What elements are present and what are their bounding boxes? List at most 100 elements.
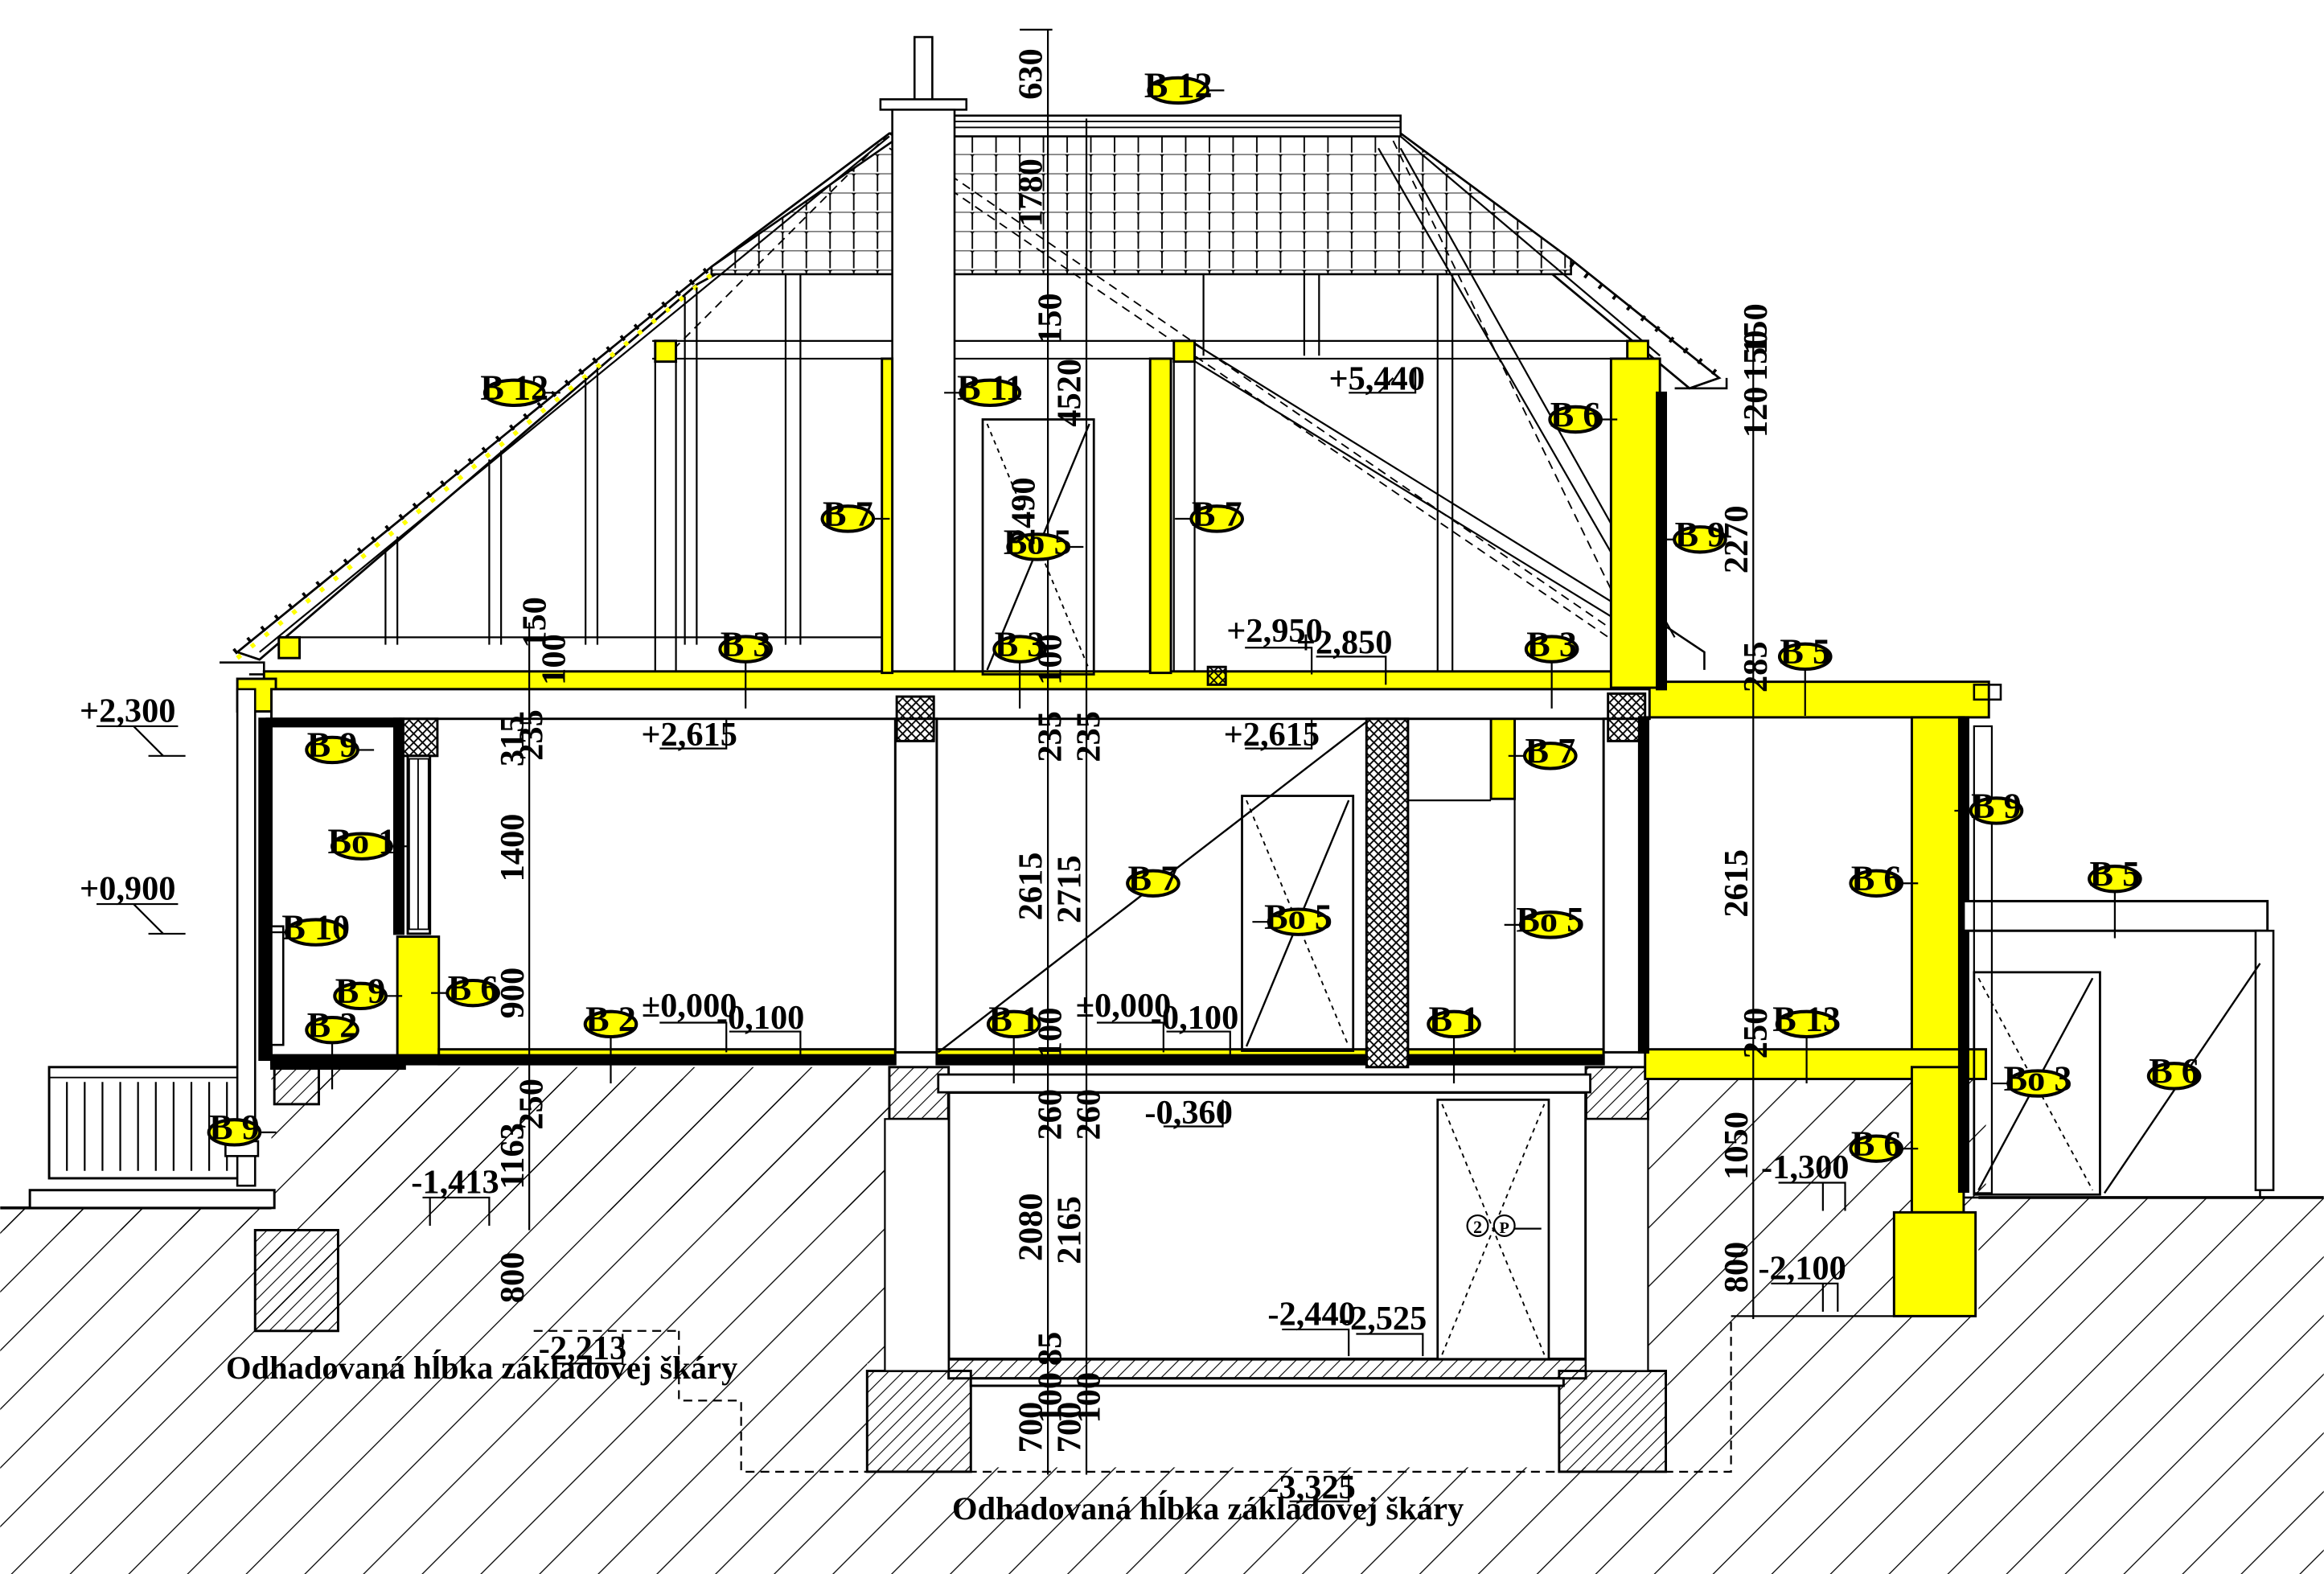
dimension-d100c: 100 (1032, 1372, 1070, 1424)
door-mark-top: 2 (1473, 1217, 1482, 1237)
dimension-d800a: 800 (494, 1252, 532, 1304)
label-b11: B 11 (944, 368, 1023, 408)
label-text: Bo 5 (1004, 522, 1072, 561)
label-text: B 7 (1128, 859, 1179, 898)
label-b2-a: B 2 (305, 1005, 359, 1090)
yellow-structure (236, 339, 1990, 1317)
label-b9-ground: B 9 (207, 1108, 277, 1147)
dimension-d1163: 1163 (494, 1123, 532, 1189)
label-text: B 6 (448, 968, 499, 1008)
dimension-d100a: 100 (1032, 634, 1070, 685)
dimension-lines (528, 28, 1755, 1475)
label-b6-right: B 6 (1849, 859, 1919, 898)
dimension-d100e: 100 (535, 634, 573, 685)
garage (1962, 684, 2275, 1199)
dimension-d150b: 150 (515, 597, 553, 648)
label-b6-garage: B 6 (2146, 1051, 2202, 1091)
dimension-d150d: 150 (1737, 330, 1775, 381)
elevation-e0000b: ±0,000 (1076, 987, 1172, 1025)
elevation-e1300: -1,300 (1761, 1149, 1849, 1186)
label-b9-attic: B 9 (1657, 515, 1727, 554)
elevation-e2615b: +2,615 (1224, 716, 1320, 754)
dimension-d2715: 2715 (1051, 855, 1089, 923)
dimension-d700b: 700 (1051, 1402, 1089, 1453)
dimension-d2615a: 2615 (1012, 853, 1050, 921)
label-text: B 9 (1675, 515, 1726, 554)
label-b1-b: B 1 (1427, 1000, 1481, 1084)
dimension-d100b: 100 (1032, 1008, 1070, 1059)
label-b10: B 10 (269, 907, 350, 947)
elevation-e0900: +0,900 (80, 870, 176, 908)
label-text: B 2 (585, 1000, 636, 1039)
frost-depth-note-left: Odhadovaná hĺbka základovej škáry (226, 1350, 737, 1386)
dimension-d250a: 250 (513, 1079, 551, 1130)
dimension-d150c: 150 (1737, 303, 1775, 355)
label-bo5-mid: Bo 5 (1252, 897, 1332, 936)
label-b5-right: B 5 (1777, 632, 1833, 717)
label-bo5-attic: Bo 5 (1004, 522, 1084, 561)
elevation-e1413: -1,413 (411, 1163, 499, 1201)
elevation-e2615a: +2,615 (641, 716, 737, 754)
dimension-d800b: 800 (1718, 1242, 1755, 1293)
dimension-d315: 315 (494, 716, 532, 767)
elevation-e2850: +2,850 (1296, 624, 1393, 662)
elevation-markers (96, 368, 1898, 1502)
label-b3-a: B 3 (718, 624, 774, 709)
label-text: Bo 3 (2004, 1058, 2072, 1098)
label-b7-b: B 7 (1175, 494, 1244, 533)
elevation-e0100a: -0,100 (716, 999, 804, 1037)
label-b9-lower: B 9 (333, 972, 403, 1011)
dimension-d85: 85 (1032, 1332, 1070, 1366)
elevation-e0360: -0,360 (1144, 1094, 1232, 1132)
dimension-d1400: 1400 (494, 814, 532, 882)
dimension-d235c: 235 (513, 709, 551, 761)
dimension-d100d: 100 (1070, 1372, 1108, 1424)
label-b6-left: B 6 (431, 968, 500, 1008)
label-b6-base: B 6 (1849, 1124, 1919, 1163)
labels-layer: B 12 B 12 B 11 B 7 B 7 Bo 5 B 6 B 9 B 3 B 3 B 3 B 5… (207, 66, 2202, 1163)
elevation-e2525: -2,525 (1339, 1300, 1427, 1338)
dimension-d2490: 2490 (1005, 477, 1043, 545)
label-text: B 9 (335, 972, 386, 1011)
label-text: B 3 (1526, 624, 1577, 664)
label-text: B 1 (988, 1000, 1039, 1039)
door-mark-mid: P (1499, 1219, 1509, 1237)
dimension-d2615b: 2615 (1718, 849, 1755, 918)
dimension-d260a: 260 (1032, 1089, 1070, 1140)
dimension-d700a: 700 (1012, 1402, 1050, 1453)
frost-depth-note-center: Odhadovaná hĺbka základovej škáry (952, 1490, 1464, 1527)
dimension-d2270: 2270 (1718, 505, 1755, 573)
dimension-d1780: 1780 (1012, 158, 1050, 227)
label-text: B 2 (307, 1005, 358, 1045)
dimension-d900: 900 (494, 968, 532, 1019)
elevation-e2300: +2,300 (80, 692, 176, 729)
dimension-d235a: 235 (1032, 711, 1070, 762)
label-text: B 13 (1772, 1000, 1841, 1039)
dimension-d250b: 250 (1737, 1008, 1775, 1059)
label-text: B 7 (1192, 494, 1242, 533)
door-symbol: 2 P (1466, 1214, 1542, 1237)
elevation-e5440: +5,440 (1328, 360, 1425, 398)
label-text: B 6 (2149, 1051, 2199, 1091)
left-annex (28, 688, 285, 1210)
dimension-d260b: 260 (1070, 1089, 1108, 1140)
label-text: B 7 (823, 494, 873, 533)
label-text: B 11 (957, 368, 1023, 408)
label-b3-b: B 3 (992, 624, 1047, 709)
label-b12-top: B 12 (1144, 66, 1225, 105)
dimension-d2080: 2080 (1012, 1193, 1050, 1261)
label-text: B 6 (1851, 859, 1902, 898)
dimension-d4520: 4520 (1051, 359, 1089, 427)
label-text: B 1 (1429, 1000, 1480, 1039)
label-text: Bo 1 (328, 822, 396, 861)
label-text: B 6 (1550, 395, 1601, 434)
label-b12-left: B 12 (480, 368, 560, 408)
elevation-e2440: -2,440 (1267, 1295, 1355, 1333)
label-text: B 6 (1851, 1124, 1902, 1163)
label-text: B 7 (1525, 731, 1575, 771)
label-text: B 10 (281, 907, 350, 947)
label-text: B 12 (1144, 66, 1213, 105)
label-text: B 9 (209, 1108, 260, 1147)
